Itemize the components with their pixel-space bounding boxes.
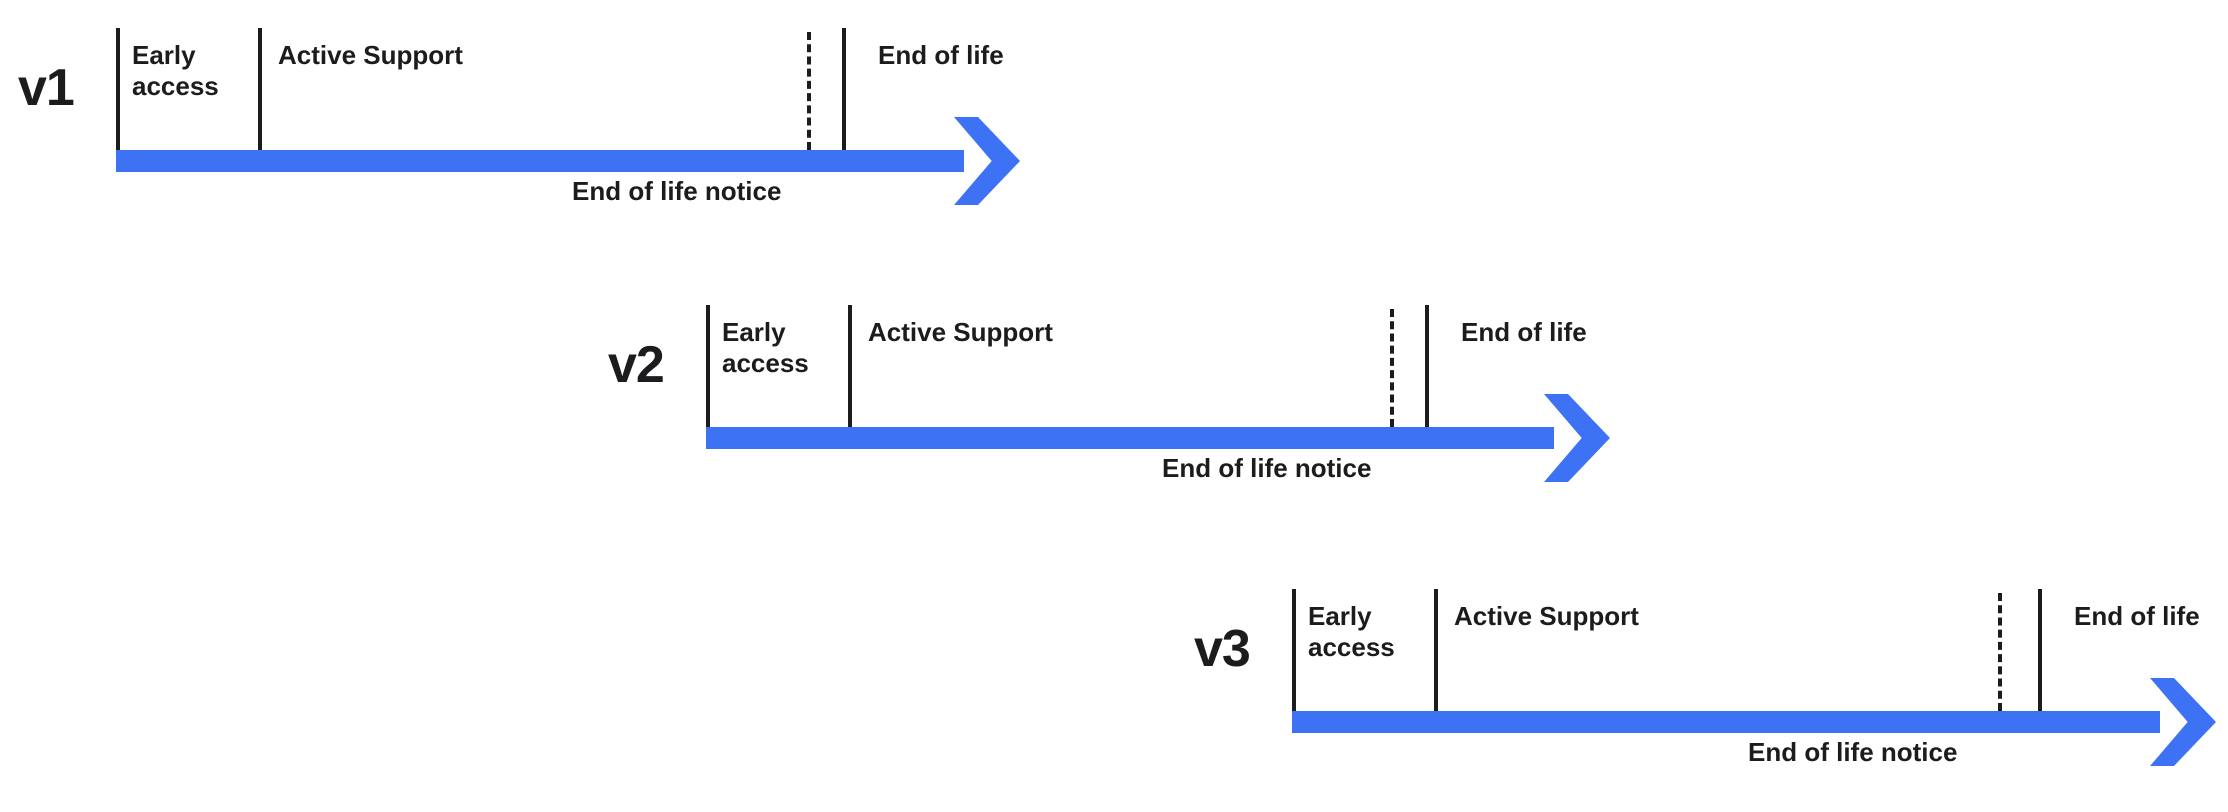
phase-divider-v3-1 — [1434, 589, 1438, 711]
phase-label-v2-active-support: Active Support — [868, 317, 1053, 347]
phase-divider-v1-1 — [258, 28, 262, 150]
phase-divider-v2-2 — [1425, 305, 1429, 427]
end-of-life-notice-marker-v1 — [807, 32, 811, 150]
timeline-arrow-v2 — [706, 388, 1614, 488]
phase-divider-v2-1 — [848, 305, 852, 427]
right-arrow-icon — [116, 117, 1020, 205]
version-label-v3: v3 — [1194, 620, 1251, 678]
arrow-shaft — [706, 427, 1554, 449]
phase-label-v3-end-of-life: End of life — [2074, 601, 2200, 631]
arrow-head — [1544, 394, 1610, 482]
phase-label-v1-active-support: Active Support — [278, 40, 463, 70]
phase-label-v3-active-support: Active Support — [1454, 601, 1639, 631]
phase-label-v3-early-access: Early access — [1308, 601, 1395, 662]
version-label-v1: v1 — [18, 59, 75, 117]
phase-label-v1-early-access: Early access — [132, 40, 219, 101]
arrow-shaft — [116, 150, 964, 172]
timeline-arrow-v3 — [1292, 672, 2220, 772]
end-of-life-notice-marker-v2 — [1390, 309, 1394, 427]
phase-divider-v3-2 — [2038, 589, 2042, 711]
arrow-head — [954, 117, 1020, 205]
arrow-shaft — [1292, 711, 2160, 733]
version-label-v2: v2 — [608, 336, 665, 394]
right-arrow-icon — [1292, 678, 2216, 766]
phase-divider-v3-0 — [1292, 589, 1296, 711]
phase-label-v1-end-of-life: End of life — [878, 40, 1004, 70]
end-of-life-notice-label-v1: End of life notice — [572, 176, 782, 206]
end-of-life-notice-marker-v3 — [1998, 593, 2002, 711]
timeline-arrow-v1 — [116, 111, 1024, 211]
phase-divider-v2-0 — [706, 305, 710, 427]
phase-label-v2-early-access: Early access — [722, 317, 809, 378]
phase-divider-v1-2 — [842, 28, 846, 150]
end-of-life-notice-label-v3: End of life notice — [1748, 737, 1958, 767]
phase-label-v2-end-of-life: End of life — [1461, 317, 1587, 347]
arrow-head — [2150, 678, 2216, 766]
right-arrow-icon — [706, 394, 1610, 482]
end-of-life-notice-label-v2: End of life notice — [1162, 453, 1372, 483]
phase-divider-v1-0 — [116, 28, 120, 150]
